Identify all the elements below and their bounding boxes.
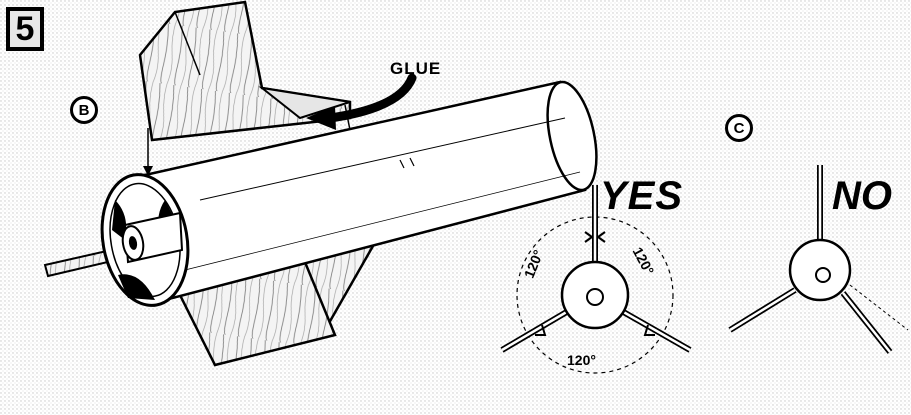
rocket-illustration [43, 0, 598, 367]
yes-label: YES [600, 174, 684, 218]
glue-arrow-icon [306, 73, 417, 131]
angle-label-bottom: 120° [567, 352, 596, 368]
fin-alignment-no [728, 165, 909, 354]
no-label: NO [832, 174, 892, 218]
panel-b-label: B [70, 96, 98, 124]
step-number-badge: 5 [6, 7, 44, 51]
panel-c-label: C [725, 114, 753, 142]
glue-label: GLUE [390, 59, 442, 78]
fin-alignment-yes [500, 185, 692, 374]
